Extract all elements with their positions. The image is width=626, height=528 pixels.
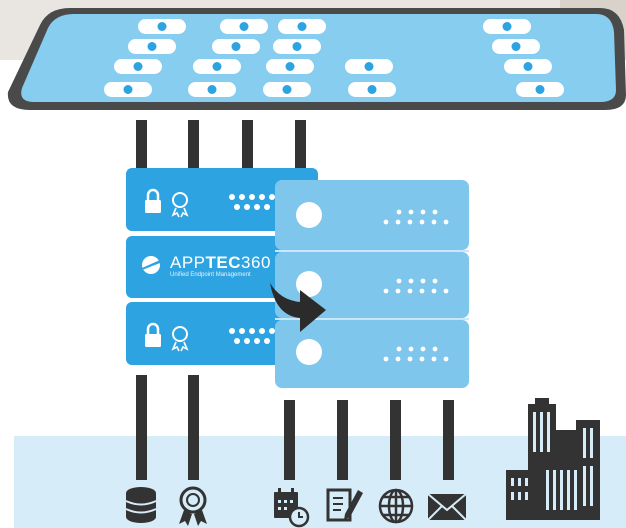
forward-app-icon — [220, 19, 268, 34]
photo-app-icon — [345, 59, 393, 74]
brand-tagline: Unified Endpoint Management — [170, 272, 251, 278]
mail-app-icon — [516, 82, 564, 97]
play-app-icon — [138, 19, 186, 34]
video-app-icon — [266, 59, 314, 74]
globe-icon — [380, 490, 412, 522]
cloud-app-icon — [128, 39, 176, 54]
wifi-app-icon — [504, 59, 552, 74]
location-app-icon — [263, 82, 311, 97]
brand-wordmark: APPTEC360 — [170, 253, 271, 273]
upper-connectors — [136, 120, 306, 168]
glasses-app-icon — [188, 82, 236, 97]
brand-name-suffix: 360 — [241, 253, 271, 272]
card-app-icon — [114, 59, 162, 74]
secondary-server — [275, 180, 469, 388]
mail-icon — [428, 494, 466, 520]
chat-app-icon — [273, 39, 321, 54]
globe-app-icon — [348, 82, 396, 97]
brand-name-bold: TEC — [206, 253, 242, 272]
database-icon — [126, 487, 156, 523]
sim-app-icon — [104, 82, 152, 97]
user-app-icon — [278, 19, 326, 34]
brand-name-light: APP — [170, 253, 206, 272]
medical-app-icon — [193, 59, 241, 74]
folder-app-icon — [212, 39, 260, 54]
phone-app-icon — [483, 19, 531, 34]
search-app-icon — [492, 39, 540, 54]
